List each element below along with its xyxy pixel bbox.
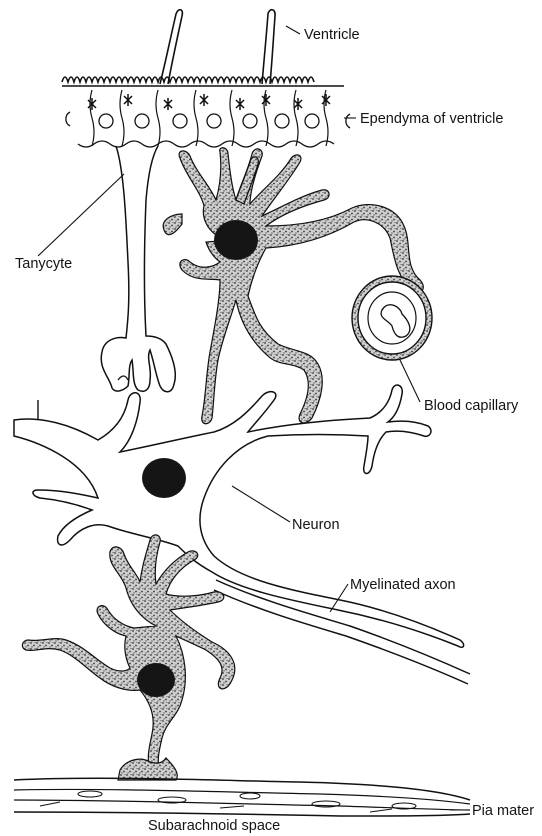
label-tanycyte: Tanycyte [15,257,72,272]
label-blood-capillary: Blood capillary [424,399,518,414]
cilium-left [160,10,182,84]
label-ventricle: Ventricle [304,28,360,43]
astrocyte-lower [22,535,234,780]
astrocyte-upper-nucleus [214,220,258,260]
tanycyte-cell [101,146,175,392]
pia-mater [14,778,470,816]
label-pia-mater: Pia mater [472,804,534,819]
neuron-nucleus [142,458,186,498]
ependymal-nuclei [99,114,319,128]
ependyma-microvilli [62,77,314,82]
neuron-cell [14,385,464,647]
cilium-right [262,10,275,84]
label-neuron: Neuron [292,518,340,533]
label-subarachnoid-space: Subarachnoid space [148,819,280,834]
label-myelinated-axon: Myelinated axon [350,578,456,593]
blood-capillary [352,276,432,360]
astrocyte-lower-nucleus [137,663,175,697]
myelinated-axon [216,580,470,674]
label-ependyma: Ependyma of ventricle [360,112,503,127]
